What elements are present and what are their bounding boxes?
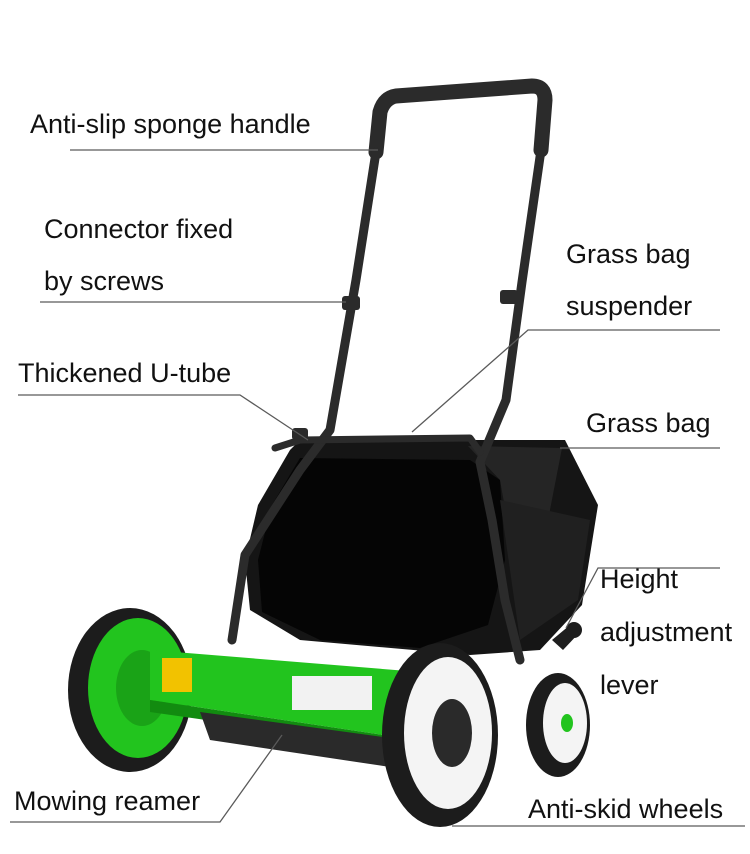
- label-grass-bag: Grass bag: [586, 408, 711, 438]
- label-wheels: Anti-skid wheels: [528, 794, 724, 824]
- mowing-reamer: [150, 650, 430, 770]
- grass-bag: [245, 440, 598, 655]
- right-wheel: [382, 643, 498, 827]
- label-grass-bag-suspender-line-1: Grass bag: [566, 239, 691, 269]
- leader-reamer: [10, 734, 283, 823]
- label-reamer: Mowing reamer: [14, 786, 201, 816]
- connector-bolts: [292, 290, 518, 440]
- height-lever: [552, 622, 582, 650]
- label-connector-line-2: by screws: [44, 266, 165, 296]
- leader-u-tube: [18, 394, 309, 441]
- label-grass-bag-suspender-line-2: suspender: [566, 291, 693, 321]
- rear-wheel: [526, 673, 590, 777]
- label-connector-line-1: Connector fixed: [44, 214, 234, 244]
- leader-height: [565, 567, 720, 629]
- leader-suspender: [411, 329, 720, 433]
- label-height-line-2: adjustment: [600, 617, 733, 647]
- label-u-tube: Thickened U-tube: [18, 358, 232, 388]
- handle-frame: [227, 78, 553, 665]
- label-height-line-3: lever: [600, 670, 659, 700]
- label-handle: Anti-slip sponge handle: [30, 109, 311, 139]
- leader-lines: [10, 149, 745, 827]
- label-height-line-1: Height: [600, 564, 679, 594]
